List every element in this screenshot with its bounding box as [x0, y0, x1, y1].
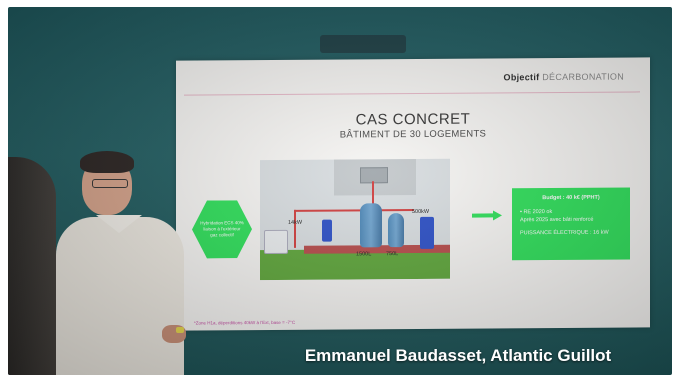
heat-pump-icon [264, 229, 288, 255]
presenter-shirt [56, 217, 184, 375]
pipe [294, 209, 296, 248]
boiler-icon [420, 216, 434, 249]
storage-tank-icon [360, 203, 382, 248]
footnote: *Zone H1a, déperditions 40kW à l'Ext, ba… [194, 319, 296, 326]
pipe [294, 208, 414, 212]
brand-bold: Objectif [503, 72, 540, 83]
storage-tank-icon [388, 213, 404, 248]
photo: Objectif DÉCARBONATION CAS CONCRET BÂTIM… [8, 7, 672, 375]
glasses-icon [92, 179, 128, 188]
tank-small-icon [322, 219, 332, 242]
budget-line-3: PUISSANCE ÉLECTRIQUE : 16 kW [520, 229, 609, 237]
label-tank-left: 1500L [356, 251, 372, 258]
laser-pointer-icon [176, 327, 184, 333]
header-divider [184, 91, 640, 96]
projection-screen: Objectif DÉCARBONATION CAS CONCRET BÂTIM… [176, 57, 650, 331]
hexagon-note: Hybridation ECS 40% liaison à l'extérieu… [192, 200, 252, 258]
heating-diagram: 14kW 500kW 1500L 750L [260, 158, 450, 281]
arrow-right-icon [472, 210, 502, 221]
rooftop-unit-icon [360, 167, 388, 184]
brand-light: DÉCARBONATION [542, 71, 624, 83]
label-tank-right: 750L [386, 251, 399, 258]
slide-title: CAS CONCRET [355, 110, 471, 129]
diagram-ground [260, 248, 450, 281]
label-boiler: 500kW [412, 208, 430, 216]
presenter [56, 151, 186, 375]
brand-logo: Objectif DÉCARBONATION [504, 72, 624, 83]
budget-title: Budget : 40 k€ (PPHT) [542, 194, 600, 202]
hexagon-text: Hybridation ECS 40% liaison à l'extérieu… [200, 220, 244, 238]
slide-subtitle: BÂTIMENT DE 30 LOGEMENTS [339, 128, 487, 141]
budget-line-2: Après 2025 avec bâti renforcé [520, 216, 594, 224]
photo-caption: Emmanuel Baudasset, Atlantic Guillot [304, 346, 612, 365]
label-heatpump: 14kW [288, 219, 303, 226]
presenter-hair [80, 151, 134, 173]
budget-box: Budget : 40 k€ (PPHT) • RE 2020 ok Après… [512, 187, 630, 261]
audience-silhouette [8, 157, 56, 375]
projector-housing [320, 35, 406, 53]
